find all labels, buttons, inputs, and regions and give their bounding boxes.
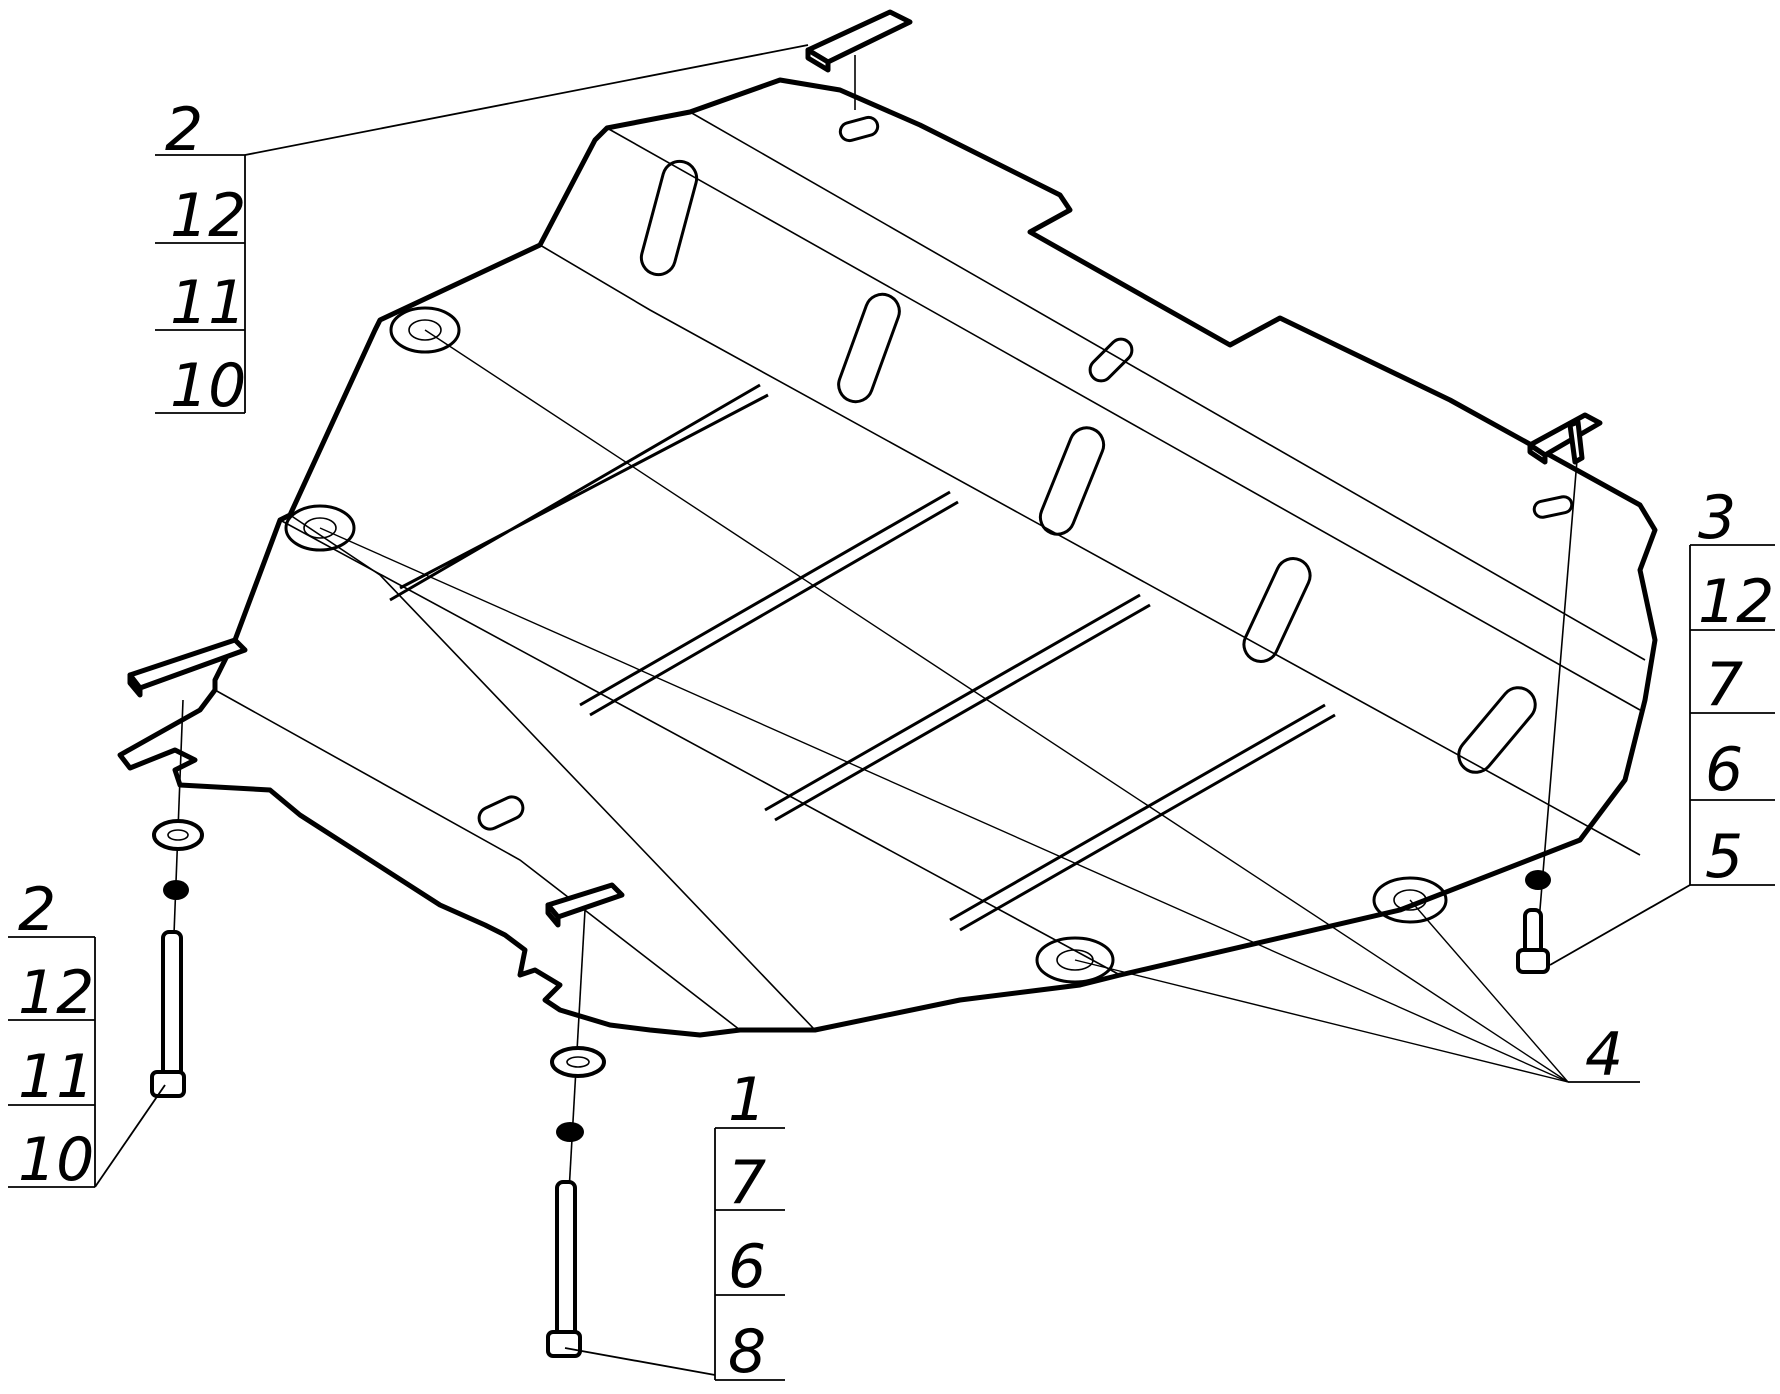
callout-bottom-left: 2 12 11 10 [8, 875, 96, 1195]
callout-label: 7 [1705, 650, 1743, 720]
callout-single: 4 [1568, 1020, 1640, 1090]
leader-lines [94, 44, 1691, 1376]
callout-label: 10 [170, 351, 246, 421]
callout-label: 2 [18, 875, 56, 945]
callout-bottom-center: 1 7 6 8 [714, 1065, 785, 1387]
bracket-left [127, 637, 248, 698]
callout-label: 8 [728, 1317, 766, 1387]
callout-label: 1 [728, 1065, 766, 1135]
callout-top-left: 2 12 11 10 [155, 95, 246, 421]
callout-right: 3 12 7 6 5 [1689, 483, 1775, 892]
callout-label: 7 [728, 1148, 766, 1218]
callout-label: 12 [1698, 567, 1774, 637]
callout-label: 3 [1698, 483, 1736, 553]
skid-plate [117, 77, 1658, 1038]
callout-label: 4 [1585, 1020, 1623, 1090]
callout-label: 2 [165, 95, 203, 165]
callout-label: 5 [1705, 822, 1743, 892]
fastener-stack-center [546, 909, 606, 1358]
stiffening-ribs [389, 383, 1336, 932]
bracket-bottom [545, 882, 625, 928]
callout-label: 6 [1705, 735, 1743, 805]
fastener-stack-right [1516, 459, 1578, 974]
mounting-bosses [284, 306, 1448, 984]
oval-slots [477, 115, 1574, 831]
callout-label: 11 [170, 268, 246, 338]
callout-label: 10 [18, 1125, 94, 1195]
callout-label: 12 [170, 181, 246, 251]
bracket-right [1527, 412, 1603, 465]
bracket-top [805, 9, 913, 73]
callout-label: 12 [18, 958, 94, 1028]
fastener-stack-left [150, 699, 204, 1098]
callout-label: 6 [728, 1232, 766, 1302]
callout-label: 11 [18, 1042, 94, 1112]
